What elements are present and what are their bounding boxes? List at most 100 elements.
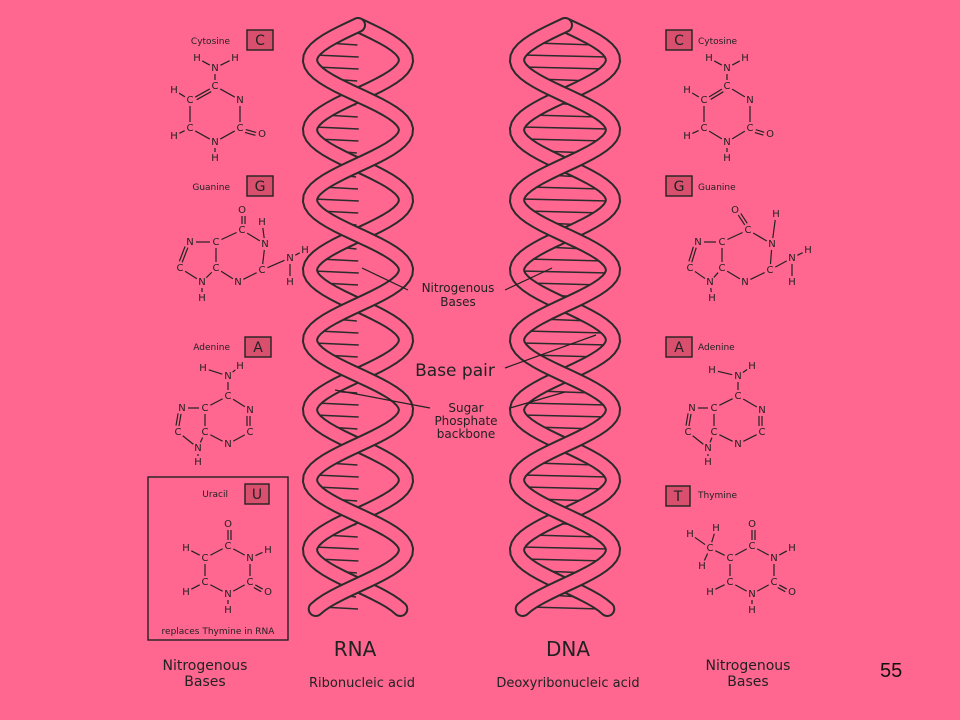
right-guanine-letter: G	[674, 179, 685, 195]
chem-bond	[178, 92, 186, 98]
chem-bond	[727, 231, 743, 241]
chem-atom: C	[237, 123, 244, 134]
chem-atom: O	[766, 129, 774, 140]
chem-atom: H	[706, 587, 714, 598]
chem-atom: H	[748, 605, 756, 616]
chem-atom: C	[202, 577, 209, 588]
chem-double-bond	[710, 91, 724, 100]
chem-bond	[755, 129, 765, 133]
chem-atom: H	[286, 277, 294, 288]
chem-bond	[245, 128, 257, 134]
chem-atom: C	[213, 237, 220, 248]
chem-bond	[243, 272, 257, 280]
chem-bond	[708, 88, 723, 98]
chem-atom: C	[187, 95, 194, 106]
chem-atom: N	[198, 277, 205, 288]
callout-lines	[334, 267, 597, 409]
chem-atom: C	[711, 427, 718, 438]
base-rung	[523, 402, 607, 406]
left-guanine-name: Guanine	[192, 183, 230, 193]
chem-atom: H	[211, 153, 219, 164]
chem-bond	[769, 249, 773, 265]
chem-atom: N	[788, 253, 795, 264]
left-adenine-letter: A	[253, 340, 263, 356]
chem-atom: N	[286, 253, 293, 264]
base-rung	[315, 54, 359, 58]
chem-atom: N	[723, 137, 730, 148]
chem-bond	[255, 551, 263, 557]
chem-bond	[184, 270, 198, 280]
base-rung	[314, 270, 359, 274]
chem-bond	[774, 260, 788, 268]
chem-bond	[756, 584, 770, 592]
chem-bond	[232, 369, 236, 373]
footer-right-bases: Bases	[727, 674, 768, 690]
chem-atom: C	[212, 81, 219, 92]
chem-atom: H	[748, 361, 756, 372]
chem-bond	[726, 270, 741, 280]
chem-bond	[232, 584, 246, 592]
chem-bond	[191, 584, 200, 590]
chem-double-bond	[244, 131, 256, 136]
chem-atom: H	[686, 529, 694, 540]
right-thymine-letter: T	[673, 489, 683, 505]
chem-atom: N	[211, 63, 218, 74]
base-rung	[521, 342, 609, 346]
chem-double-bond	[740, 213, 748, 224]
chem-atom: C	[202, 553, 209, 564]
rna-full-name: Ribonucleic acid	[309, 676, 415, 691]
chem-atom: H	[170, 131, 178, 142]
chem-atom: C	[745, 225, 752, 236]
chem-atom: C	[711, 403, 718, 414]
chem-atom: C	[724, 81, 731, 92]
backbone-label-2: Phosphate	[434, 414, 497, 428]
dna-title: DNA	[546, 637, 590, 661]
chem-atom: N	[246, 553, 253, 564]
base-rung	[528, 186, 602, 190]
chem-atom: N	[768, 239, 775, 250]
chem-bond	[752, 232, 768, 242]
chem-atom: H	[698, 561, 706, 572]
chem-atom: N	[694, 237, 701, 248]
chem-atom: H	[788, 277, 796, 288]
base-rung	[523, 66, 607, 70]
base-rung	[521, 126, 609, 130]
chem-bond	[694, 536, 706, 546]
right-thymine-box	[665, 485, 691, 507]
rna-helix	[301, 17, 415, 617]
chem-atom: C	[177, 263, 184, 274]
chem-atom: C	[259, 265, 266, 276]
chem-double-bond	[688, 246, 694, 262]
right-guanine-box	[665, 175, 693, 197]
base-rung	[526, 258, 604, 262]
chem-atom: N	[261, 239, 268, 250]
base-rung	[521, 546, 609, 550]
chem-bond	[688, 413, 692, 427]
chem-atom: N	[748, 589, 755, 600]
footer-right-nitrogenous: Nitrogenous	[706, 658, 791, 674]
slide-number: 55	[880, 660, 903, 682]
nitrogenous-bases-label-2: Bases	[440, 295, 475, 309]
chem-atom: H	[198, 293, 206, 304]
nitrogenous-bases-label-1: Nitrogenous	[422, 281, 495, 295]
chem-atom: N	[688, 403, 695, 414]
chem-bond	[179, 130, 185, 134]
chem-atom: C	[202, 427, 209, 438]
chem-atom: N	[178, 403, 185, 414]
chem-atom: C	[685, 427, 692, 438]
chem-bond	[219, 130, 236, 140]
chem-atom: O	[238, 205, 246, 216]
chem-atom: N	[234, 277, 241, 288]
footer-left-nitrogenous: Nitrogenous	[163, 658, 248, 674]
chem-bond	[710, 287, 712, 293]
right-adenine-box	[665, 336, 693, 358]
chem-atom: C	[735, 391, 742, 402]
chem-atom: H	[194, 457, 202, 468]
chem-atom: H	[231, 53, 239, 64]
chem-atom: C	[225, 391, 232, 402]
